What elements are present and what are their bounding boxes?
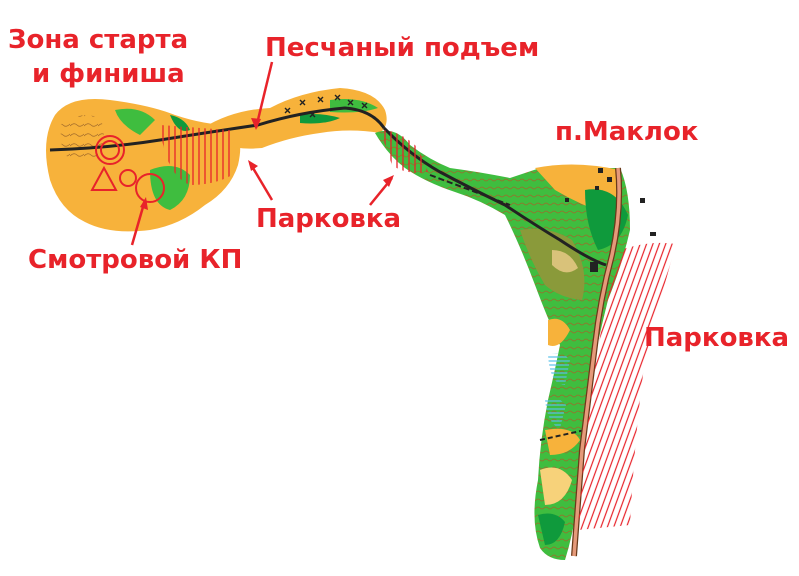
label-viewing-cp: Смотровой КП <box>28 245 243 275</box>
start-finish-symbols <box>90 135 165 203</box>
label-start-finish-line1: Зона старта <box>8 25 189 55</box>
village-buildings <box>565 168 656 272</box>
label-start-finish-line2: и финиша <box>32 59 185 89</box>
parking-right-zone <box>578 242 676 530</box>
map-terrain <box>46 88 630 560</box>
label-village: п.Маклок <box>555 117 699 147</box>
label-parking-center: Парковка <box>256 204 402 234</box>
parking-hatch-zones <box>160 125 676 530</box>
label-parking-right: Парковка <box>644 323 790 353</box>
pointer-arrows <box>130 61 394 246</box>
cliff-marks <box>284 94 368 118</box>
label-sandy-rise: Песчаный подъем <box>265 33 540 63</box>
